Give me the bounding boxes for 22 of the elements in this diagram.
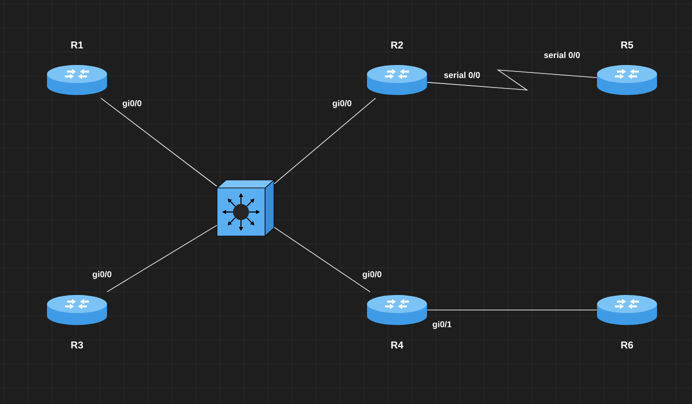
connection-line [274, 98, 376, 184]
router: R3 [47, 295, 107, 349]
router: R5 [597, 42, 657, 95]
router: R2 [367, 42, 427, 95]
edge-label: gi0/0 [121, 99, 143, 109]
connection-line [100, 98, 218, 187]
connection-line [426, 69, 598, 90]
node-label: R1 [71, 42, 84, 48]
router: R4 [367, 295, 427, 348]
router: R6 [597, 295, 657, 349]
node-label: R4 [391, 342, 404, 348]
node-label: R5 [621, 42, 634, 48]
connection-line [274, 226, 370, 292]
router: R1 [47, 42, 107, 95]
node-label: R3 [71, 341, 84, 349]
edge-label: gi0/0 [361, 270, 383, 280]
edge-label: gi0/1 [431, 320, 453, 330]
edge-label: gi0/0 [331, 99, 353, 109]
connection-line [106, 224, 218, 292]
edge-label: gi0/0 [91, 270, 113, 280]
node-label: R2 [391, 42, 403, 48]
node-label: R6 [621, 341, 634, 349]
